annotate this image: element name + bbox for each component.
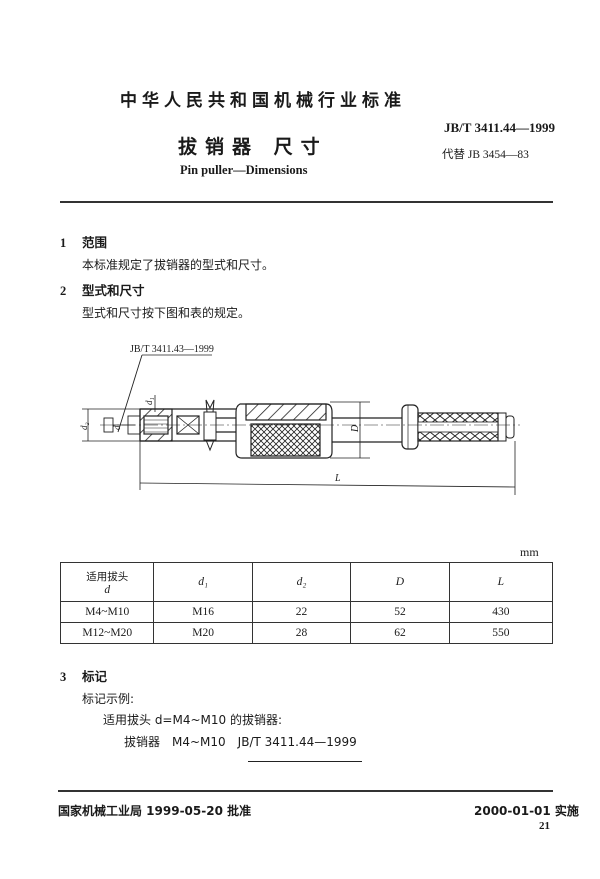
svg-text:L: L bbox=[334, 473, 341, 484]
section-number: 3 bbox=[60, 670, 67, 684]
header-cell: 适用拔头 d bbox=[59, 562, 155, 602]
table-header-row: 适用拔头 d d₁ d₂ D L bbox=[59, 562, 554, 602]
marking-example-label: 标记示例: bbox=[82, 692, 135, 706]
section-2-heading: 2 型式和尺寸 bbox=[60, 280, 145, 299]
end-of-text-rule bbox=[248, 761, 362, 762]
table-cell: 430 bbox=[448, 601, 554, 623]
section-title: 范围 bbox=[82, 235, 108, 250]
table-cell: M12~M20 bbox=[59, 622, 155, 644]
table-cell: M16 bbox=[153, 601, 253, 623]
svg-text:d₁: d₁ bbox=[144, 397, 154, 405]
drawing-svg: JB/T 3411.43—1999 d₂ d d₁ D L bbox=[79, 344, 520, 495]
table-cell: 28 bbox=[251, 622, 352, 644]
header-cell: d₂ bbox=[251, 562, 352, 602]
marking-example-designation: 拔销器 M4~M10 JB/T 3411.44—1999 bbox=[124, 735, 357, 749]
page-number: 21 bbox=[539, 820, 550, 832]
header-cell: L bbox=[448, 562, 554, 602]
approval-date: 国家机械工业局 1999-05-20 批准 bbox=[58, 804, 252, 818]
effective-date: 2000-01-01 实施 bbox=[474, 804, 579, 818]
table-row: M12~M20 M20 28 62 550 bbox=[59, 622, 554, 644]
issuing-organization: 中华人民共和国机械行业标准 bbox=[120, 91, 406, 111]
reference-standard-label: JB/T 3411.43—1999 bbox=[130, 344, 214, 355]
table-cell: M20 bbox=[153, 622, 253, 644]
section-1-heading: 1 范围 bbox=[60, 232, 107, 251]
section-number: 1 bbox=[60, 236, 67, 250]
table-cell: 52 bbox=[350, 601, 450, 623]
svg-text:d₂: d₂ bbox=[79, 422, 89, 430]
section-2-text: 型式和尺寸按下图和表的规定。 bbox=[82, 306, 251, 320]
svg-text:d: d bbox=[112, 425, 122, 430]
header-cell: D bbox=[350, 562, 450, 602]
replaces-standard: 代替 JB 3454—83 bbox=[442, 149, 529, 161]
marking-example-description: 适用拔头 d=M4~M10 的拔销器: bbox=[103, 713, 283, 727]
footer-divider bbox=[58, 790, 553, 792]
section-title: 标记 bbox=[82, 669, 108, 684]
unit-label: mm bbox=[520, 545, 539, 559]
table-cell: 62 bbox=[350, 622, 450, 644]
dimensions-table: 适用拔头 d d₁ d₂ D L M4~M10 M16 22 52 430 M1… bbox=[59, 562, 554, 644]
header-cell: d₁ bbox=[153, 562, 253, 602]
table-cell: M4~M10 bbox=[59, 601, 155, 623]
table-cell: 22 bbox=[251, 601, 352, 623]
section-title: 型式和尺寸 bbox=[82, 283, 145, 298]
section-3-heading: 3 标记 bbox=[60, 666, 107, 685]
document-title: 拔销器 尺寸 bbox=[178, 136, 328, 158]
english-title: Pin puller—Dimensions bbox=[180, 163, 308, 177]
pin-puller-drawing: JB/T 3411.43—1999 d₂ d d₁ D L bbox=[60, 335, 540, 495]
section-1-text: 本标准规定了拔销器的型式和尺寸。 bbox=[82, 258, 275, 272]
section-number: 2 bbox=[60, 284, 67, 298]
header-divider bbox=[60, 201, 553, 203]
table-cell: 550 bbox=[448, 622, 554, 644]
standard-code: JB/T 3411.44—1999 bbox=[444, 120, 556, 135]
svg-text:D: D bbox=[350, 424, 361, 433]
table-row: M4~M10 M16 22 52 430 bbox=[59, 601, 554, 623]
